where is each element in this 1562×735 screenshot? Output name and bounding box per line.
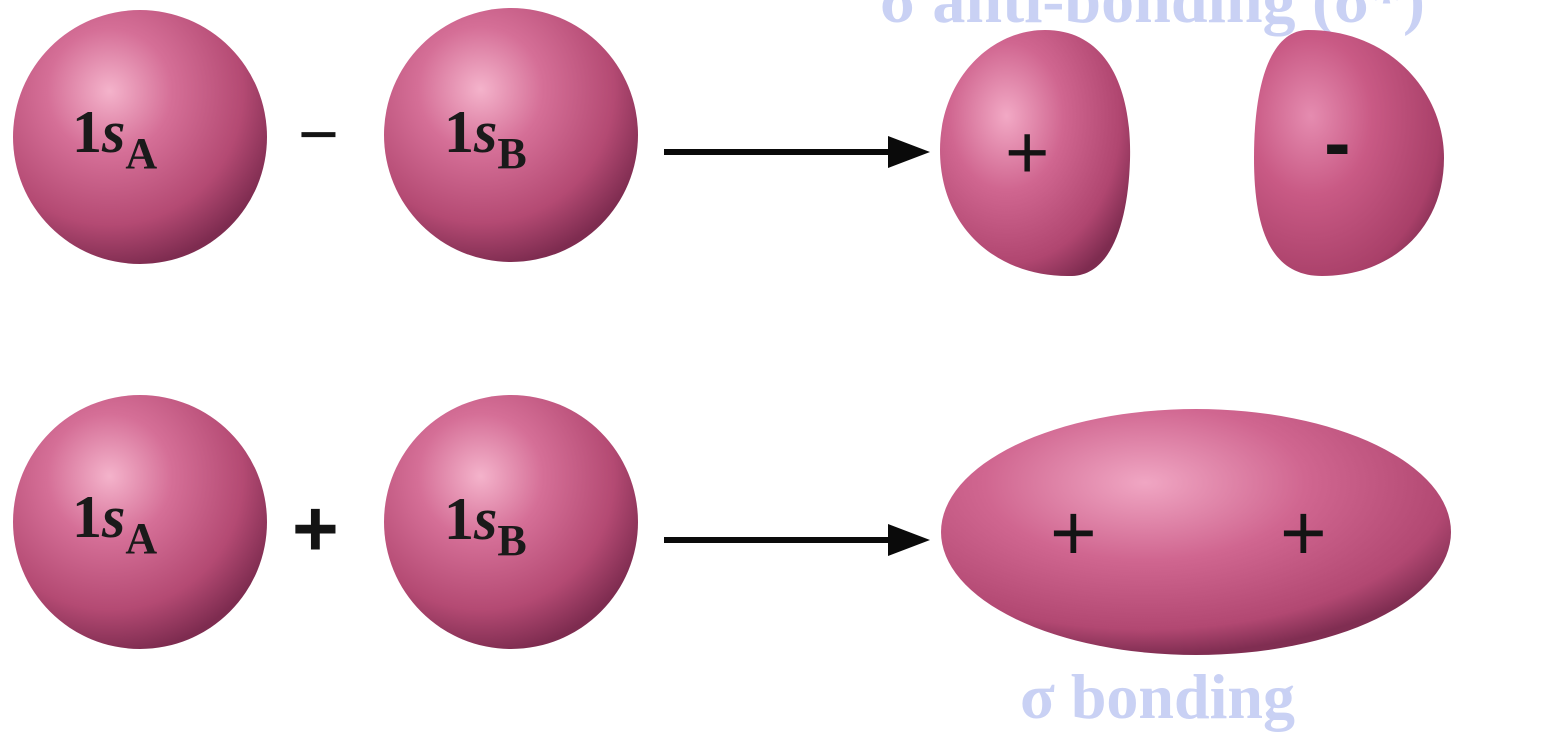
bonding-left-sign: +: [1050, 488, 1097, 577]
bonding-orbital: + +: [941, 409, 1451, 655]
orbital-label: 1sB: [444, 99, 527, 178]
bonding-row: 1sA + 1sB + +: [13, 395, 1451, 655]
orbital-sphere: [384, 395, 638, 649]
orbital-label: 1sA: [72, 484, 157, 563]
antibonding-caption: σ anti-bonding (σ*): [880, 0, 1425, 37]
orbital-1s-b: 1sB: [384, 395, 638, 649]
orbital-1s-b: 1sB: [384, 8, 638, 262]
antibonding-row: 1sA − 1sB + -: [13, 8, 1444, 277]
orbital-1s-a: 1sA: [13, 395, 267, 649]
left-lobe: [940, 30, 1131, 277]
bonding-ellipse: [941, 409, 1451, 655]
minus-operator: −: [298, 95, 339, 173]
bonding-caption: σ bonding: [1020, 661, 1295, 732]
orbital-1s-a: 1sA: [13, 10, 267, 264]
orbital-sphere: [13, 10, 267, 264]
right-lobe-sign: -: [1324, 98, 1351, 187]
arrow-head: [888, 136, 930, 168]
orbital-sphere: [384, 8, 638, 262]
orbital-label: 1sA: [72, 99, 157, 178]
right-lobe: [1254, 30, 1444, 276]
bonding-right-sign: +: [1280, 488, 1327, 577]
orbital-label: 1sB: [444, 486, 527, 565]
orbital-sphere: [13, 395, 267, 649]
left-lobe-sign: +: [1005, 110, 1049, 195]
arrow-head: [888, 524, 930, 556]
plus-operator: +: [292, 484, 339, 573]
antibonding-orbital: + -: [940, 30, 1444, 277]
